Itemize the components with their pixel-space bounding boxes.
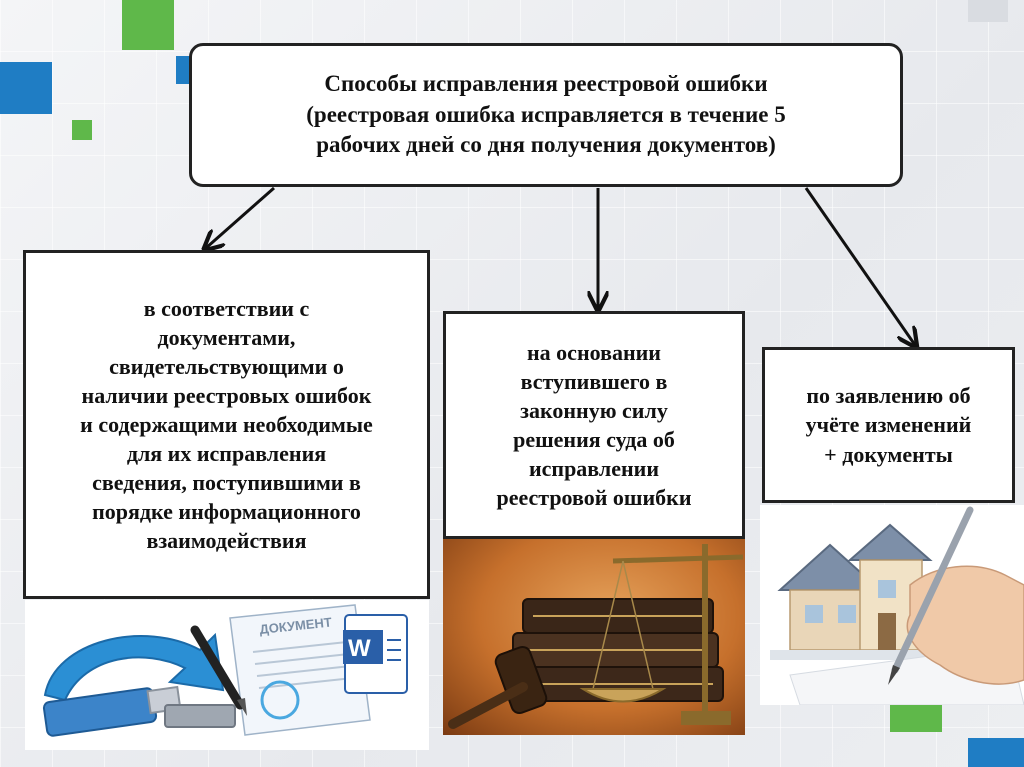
pen-icon xyxy=(190,625,247,716)
decor-square xyxy=(968,0,1008,22)
method-box-court: на основании вступившего в законную силу… xyxy=(443,311,745,539)
arrow-to-left xyxy=(206,186,275,248)
word-document-icon: W xyxy=(343,614,408,694)
usb-flash-drive-icon xyxy=(42,685,236,737)
scales-icon xyxy=(579,544,744,725)
gavel-icon xyxy=(448,645,548,729)
svg-text:W: W xyxy=(348,635,371,662)
illustration-court xyxy=(443,539,745,735)
decor-square xyxy=(890,704,942,732)
method-documents-text: в соответствии с документами, свидетельс… xyxy=(80,295,373,554)
illustration-digital-documents: ДОКУМЕНТ W xyxy=(25,600,429,750)
document-icon: ДОКУМЕНТ xyxy=(229,604,371,736)
method-box-documents: в соответствии с документами, свидетельс… xyxy=(23,250,430,599)
method-court-text: на основании вступившего в законную силу… xyxy=(496,339,692,511)
main-heading-box: Способы исправления реестровой ошибки (р… xyxy=(189,43,903,187)
writing-hand-icon xyxy=(789,506,1024,705)
method-box-application: по заявлению об учёте изменений + докуме… xyxy=(762,347,1015,503)
decor-square xyxy=(0,62,52,114)
main-heading-text: Способы исправления реестровой ошибки (р… xyxy=(306,71,786,158)
decor-square xyxy=(72,120,92,140)
books-icon xyxy=(512,598,724,702)
method-application-text: по заявлению об учёте изменений + докуме… xyxy=(805,383,972,467)
decor-square xyxy=(122,0,174,50)
arrow-to-right xyxy=(804,187,915,345)
illustration-application xyxy=(760,505,1024,705)
decor-square xyxy=(968,738,1024,767)
